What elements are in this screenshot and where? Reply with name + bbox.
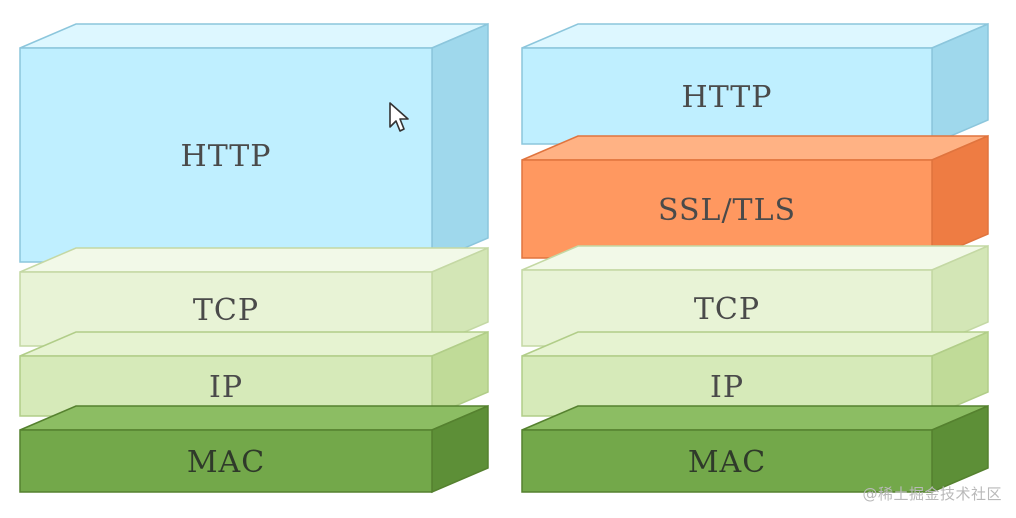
layer-label: IP [209, 370, 243, 405]
layer-front-face [521, 429, 933, 493]
layer-side-face [431, 22, 489, 264]
layer-ip-https: IP [521, 330, 989, 418]
layer-front-face [19, 429, 433, 493]
layer-label: HTTP [181, 139, 272, 174]
mouse-pointer-icon [389, 102, 409, 132]
layer-top-face [521, 23, 989, 49]
watermark-text: @稀土掘金技术社区 [862, 485, 1002, 503]
layer-ip-http: IP [19, 330, 489, 418]
layer-front-face [19, 47, 433, 263]
layer-top-face [19, 247, 489, 273]
layer-http-https: HTTP [521, 22, 989, 146]
layer-top-face [19, 331, 489, 357]
layer-top-face [521, 331, 989, 357]
layer-mac-https: MAC [521, 404, 989, 494]
layer-top-face [521, 135, 989, 161]
layer-label: IP [710, 370, 744, 405]
layer-label: SSL/TLS [658, 193, 796, 228]
layer-top-face [19, 405, 489, 431]
stack-http: HTTP TCP IP MAC [19, 22, 489, 494]
layer-tcp-https: TCP [521, 244, 989, 348]
layer-top-face [521, 245, 989, 271]
layer-label: HTTP [682, 80, 773, 115]
layer-http-http: HTTP [19, 22, 489, 264]
layer-label: TCP [193, 293, 259, 328]
layer-label: TCP [694, 292, 760, 327]
stack-https: HTTP SSL/TLS TCP IP MAC [521, 22, 989, 494]
layer-ssltls-https: SSL/TLS [521, 134, 989, 260]
layer-top-face [521, 405, 989, 431]
layer-label: MAC [688, 445, 766, 480]
layer-label: MAC [187, 445, 265, 480]
layer-top-face [19, 23, 489, 49]
layer-mac-http: MAC [19, 404, 489, 494]
